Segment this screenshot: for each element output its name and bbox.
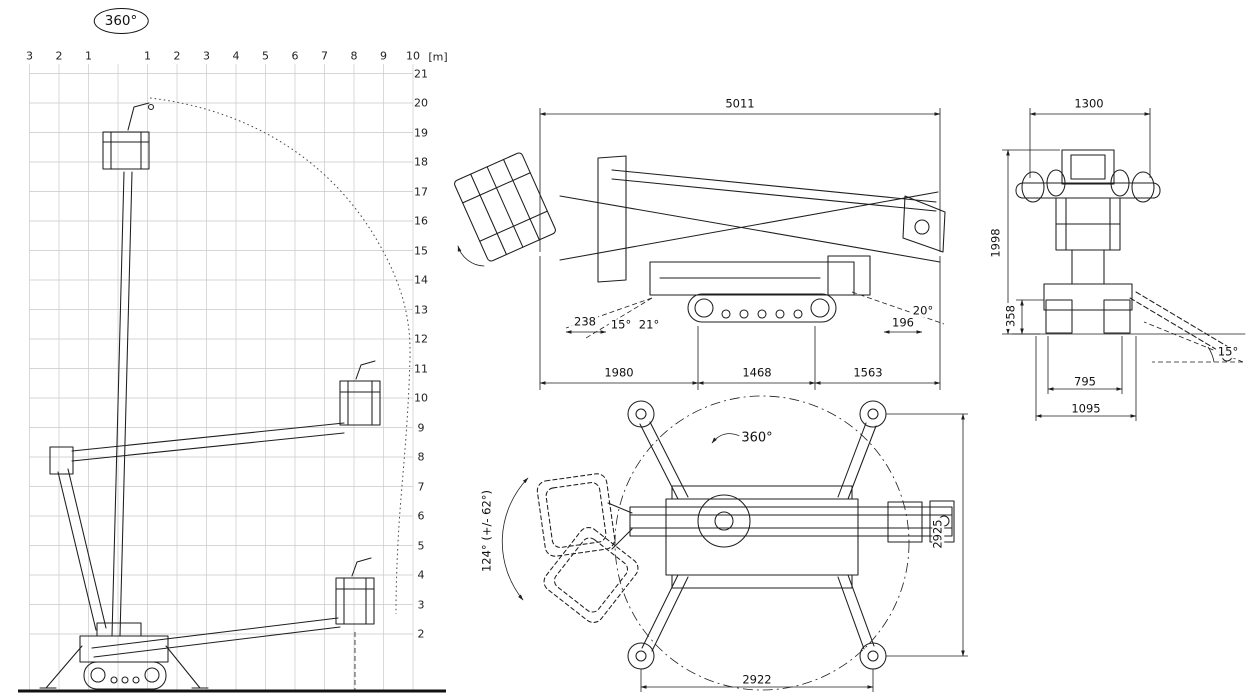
y-tick-label: 16 <box>414 214 428 228</box>
rotation-arrow <box>711 433 743 444</box>
machine-position-low <box>91 557 375 658</box>
dim-196: 196 <box>890 315 916 330</box>
x-tick-label: 1 <box>144 49 151 63</box>
rear-view <box>1002 108 1246 421</box>
x-tick-label: 10 <box>406 49 420 63</box>
y-tick-label: 13 <box>414 303 428 316</box>
grid-horizontal-lines <box>29 73 413 635</box>
y-tick-label: 18 <box>414 155 428 169</box>
angle-20: 20° <box>910 303 936 318</box>
y-tick-label: 19 <box>414 126 428 139</box>
outrigger-pad-top-right <box>859 400 887 428</box>
x-tick-label: 7 <box>321 49 328 63</box>
x-tick-label: 3 <box>203 49 210 63</box>
y-tick-label: 8 <box>417 450 425 464</box>
x-tick-label: 4 <box>232 49 240 63</box>
top-view-dimensions <box>640 413 968 692</box>
basket-rotation-arrow <box>457 245 485 267</box>
y-tick-label: 9 <box>417 421 425 434</box>
outrigger-pad-bottom-left <box>627 642 655 670</box>
y-tick-label: 4 <box>417 568 425 582</box>
y-tick-label: 17 <box>414 185 428 198</box>
rear-view-machine <box>1011 149 1246 362</box>
x-tick-label: 1 <box>85 49 92 63</box>
x-tick-label: 8 <box>350 49 358 63</box>
envelope-diagram <box>18 64 446 693</box>
angle-15: 15° <box>608 317 634 332</box>
x-tick-label: 2 <box>55 49 63 63</box>
grid-vertical-lines <box>29 64 414 691</box>
side-view-dimensions <box>539 108 945 390</box>
dim-2925: 2925 <box>930 517 945 551</box>
basket-tilted <box>454 152 556 262</box>
swing-arc <box>501 477 529 601</box>
swing-range-label: 124° (+/- 62°) <box>479 487 494 575</box>
y-tick-label: 5 <box>417 539 425 552</box>
y-tick-label: 20 <box>414 96 428 110</box>
side-view <box>454 108 946 390</box>
y-tick-label: 3 <box>417 598 425 611</box>
y-tick-label: 11 <box>414 362 428 375</box>
dim-238: 238 <box>572 314 598 329</box>
machine-base <box>39 622 209 690</box>
dim-2922: 2922 <box>740 672 774 687</box>
angle-15-rear: 15° <box>1215 344 1241 359</box>
rotation-badge: 360° <box>93 8 149 34</box>
x-tick-label: 6 <box>291 49 299 63</box>
x-tick-label: 2 <box>173 49 181 63</box>
machine-position-mid <box>49 360 381 631</box>
angle-21: 21° <box>636 317 662 332</box>
outrigger-legs <box>639 421 877 652</box>
y-tick-label: 14 <box>414 273 428 287</box>
machine-position-high <box>102 102 155 637</box>
dim-1468: 1468 <box>740 365 774 380</box>
y-tick-label: 10 <box>414 391 428 405</box>
dim-1563: 1563 <box>851 365 885 380</box>
dim-1095: 1095 <box>1069 401 1103 416</box>
dim-1998: 1998 <box>988 226 1003 260</box>
dim-overall-length: 5011 <box>723 96 757 111</box>
top-view-machine <box>627 400 955 670</box>
dim-1980: 1980 <box>602 365 636 380</box>
basket-swing-positions <box>536 473 639 623</box>
outrigger-folded <box>1129 291 1231 355</box>
x-tick-label: 9 <box>380 49 387 63</box>
basket-links <box>607 502 633 550</box>
dim-1300: 1300 <box>1072 96 1106 111</box>
unit-label: [m] <box>428 50 448 64</box>
rotation-360-label: 360° <box>739 430 775 446</box>
outrigger-pad-top-left <box>627 400 655 428</box>
y-tick-label: 6 <box>417 509 425 523</box>
x-tick-label: 3 <box>26 49 33 63</box>
y-tick-label: 2 <box>417 627 425 641</box>
top-view <box>501 395 968 692</box>
dim-358: 358 <box>1003 303 1018 329</box>
x-tick-label: 5 <box>262 49 269 63</box>
y-tick-label: 15 <box>414 244 428 257</box>
rear-view-dimensions <box>1002 108 1244 421</box>
y-tick-label: 12 <box>414 332 428 346</box>
working-envelope-curve <box>149 97 411 615</box>
y-tick-label: 21 <box>414 67 428 80</box>
side-view-machine <box>454 152 946 323</box>
dim-795: 795 <box>1072 374 1098 389</box>
outrigger-pad-bottom-right <box>859 642 887 670</box>
y-tick-label: 7 <box>417 480 425 493</box>
rotation-circle <box>614 395 910 691</box>
